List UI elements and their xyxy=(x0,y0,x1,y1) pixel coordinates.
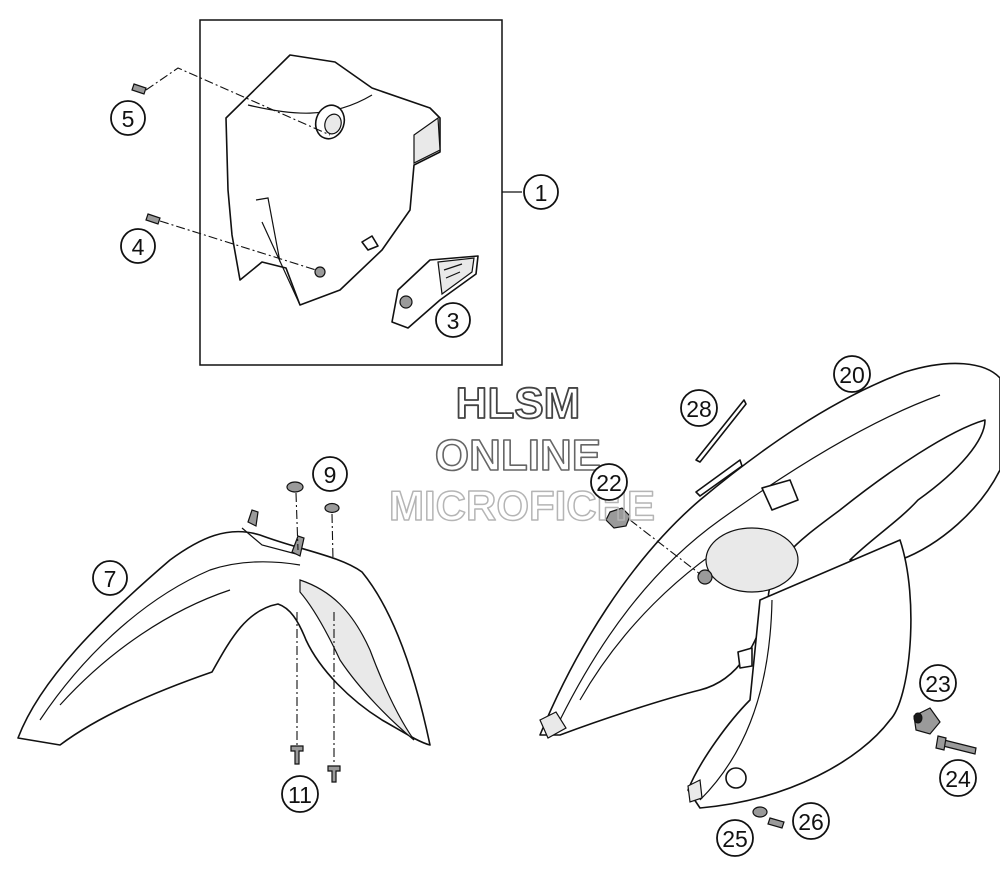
callout-22: 22 xyxy=(590,463,628,501)
callout-7-label: 7 xyxy=(104,566,117,592)
callout-9-label: 9 xyxy=(324,462,337,488)
callout-20-label: 20 xyxy=(839,362,865,388)
front-fender xyxy=(17,509,431,746)
sticker-28 xyxy=(695,399,747,497)
callout-26: 26 xyxy=(792,802,830,840)
washer-25 xyxy=(752,806,768,818)
callout-9: 9 xyxy=(312,456,348,492)
bolt-24 xyxy=(935,735,977,755)
watermark-line-2: ONLINE xyxy=(435,431,601,480)
screw-5 xyxy=(131,67,331,136)
callout-28-label: 28 xyxy=(686,396,712,422)
bushing-23 xyxy=(913,707,941,735)
side-guard-sticker xyxy=(391,255,479,329)
callout-25-label: 25 xyxy=(722,826,748,852)
nut-22 xyxy=(605,507,701,575)
callout-1-label: 1 xyxy=(535,180,548,206)
screw-26 xyxy=(767,817,785,829)
screws-11 xyxy=(290,612,341,783)
callout-4: 4 xyxy=(120,228,156,264)
washers-9 xyxy=(286,481,340,561)
callout-1: 1 xyxy=(523,174,559,210)
callout-5-label: 5 xyxy=(122,106,135,132)
callout-24: 24 xyxy=(939,759,977,797)
callout-22-label: 22 xyxy=(596,470,622,496)
screw-4 xyxy=(145,213,317,271)
callout-28: 28 xyxy=(680,389,718,427)
callout-23-label: 23 xyxy=(925,671,951,697)
callout-3: 3 xyxy=(435,302,471,338)
callout-11: 11 xyxy=(281,775,319,813)
callout-5: 5 xyxy=(110,100,146,136)
callout-4-label: 4 xyxy=(132,234,145,260)
callout-20: 20 xyxy=(833,355,871,393)
rear-fender xyxy=(539,362,1000,809)
callout-3-label: 3 xyxy=(447,308,460,334)
callout-24-label: 24 xyxy=(945,766,971,792)
number-plate xyxy=(225,54,441,306)
callout-26-label: 26 xyxy=(798,809,824,835)
callout-7: 7 xyxy=(92,560,128,596)
callout-23: 23 xyxy=(919,664,957,702)
watermark-line-1: HLSM xyxy=(456,379,581,428)
callout-25: 25 xyxy=(716,819,754,857)
callout-11-label: 11 xyxy=(288,782,312,808)
watermark: HLSM ONLINE MICROFICHE xyxy=(388,378,656,530)
